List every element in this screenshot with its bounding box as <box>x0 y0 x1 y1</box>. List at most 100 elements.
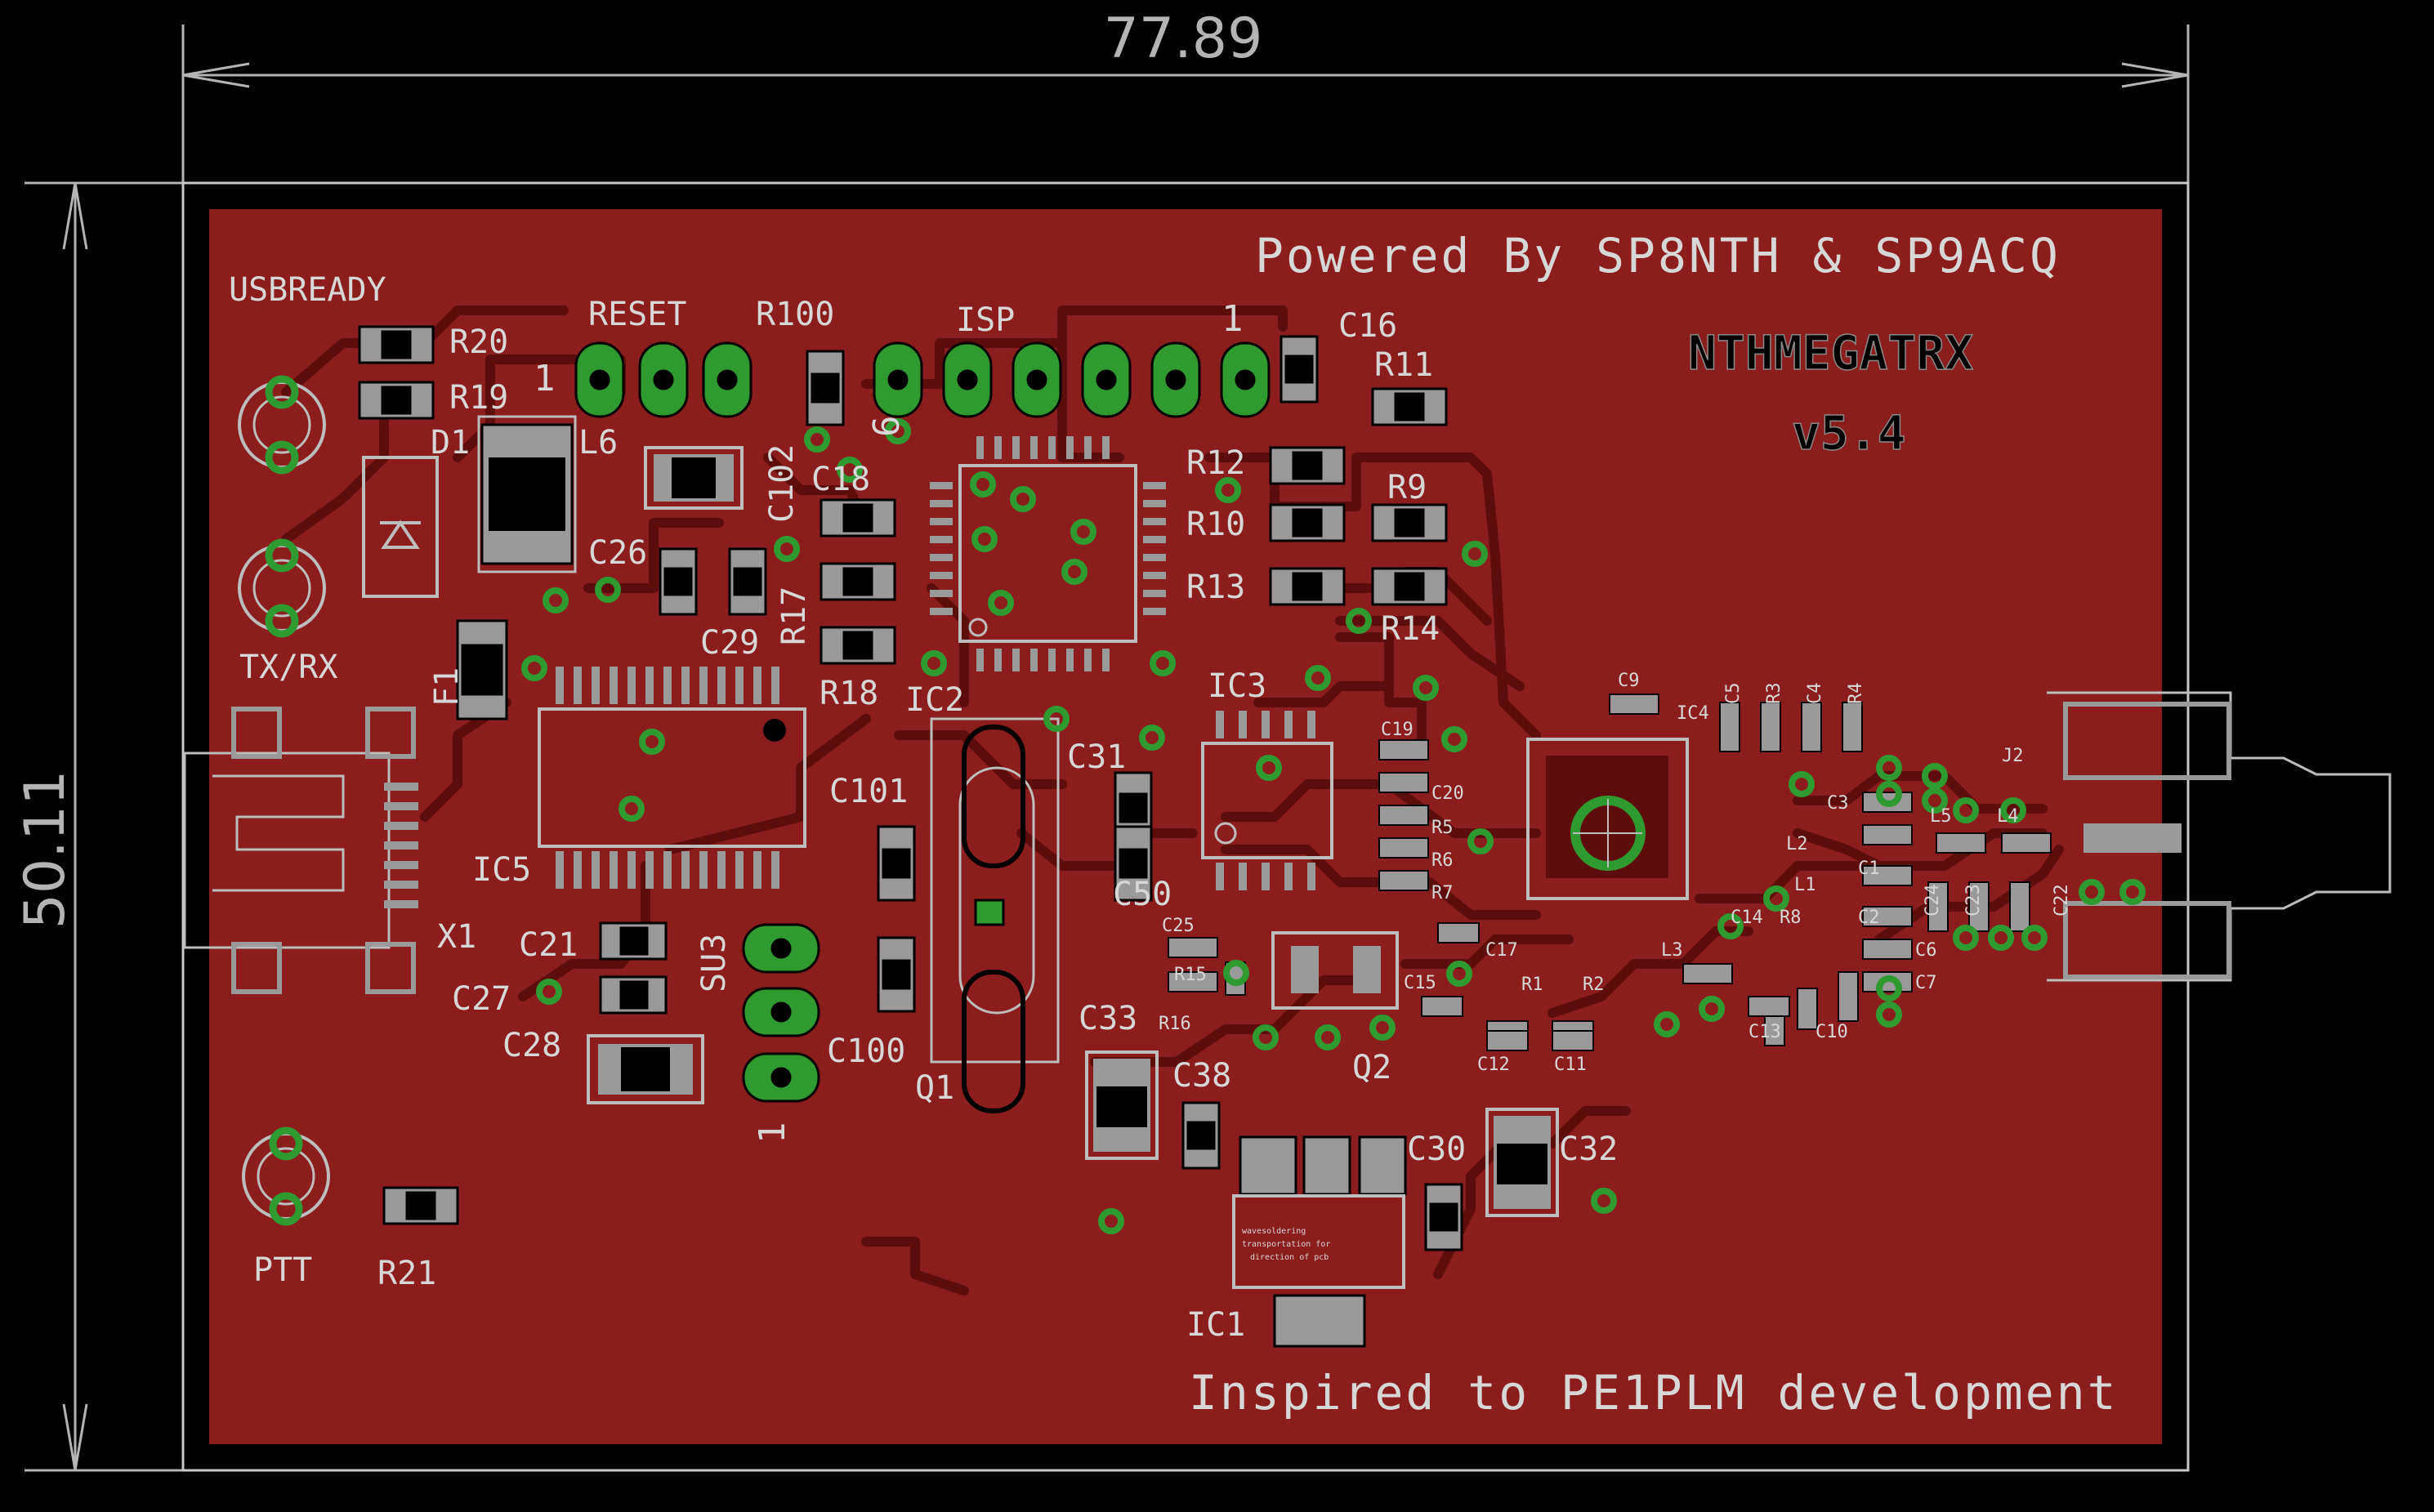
label-r4: R4 <box>1846 683 1866 705</box>
isp-header <box>873 341 1271 418</box>
project-title: NTHMEGATRX <box>1688 325 1973 381</box>
su3-header <box>742 923 820 1103</box>
label-j2: J2 <box>2002 746 2024 766</box>
label-ic5: IC5 <box>472 851 531 889</box>
q1-crystal <box>930 717 1060 1113</box>
led-ptt <box>242 1126 330 1226</box>
d1-diode <box>362 456 439 598</box>
label-su3: SU3 <box>695 934 733 992</box>
label-c101: C101 <box>829 773 908 810</box>
label-c100: C100 <box>827 1033 905 1070</box>
label-f1: F1 <box>428 667 466 707</box>
label-r12: R12 <box>1186 444 1245 482</box>
powered-by-text: Powered By SP8NTH & SP9ACQ <box>1255 228 2061 283</box>
label-c2: C2 <box>1858 908 1880 928</box>
label-isp: ISP <box>956 301 1015 339</box>
wave-note-3: direction of pcb <box>1250 1253 1329 1262</box>
big-capacitor <box>477 415 577 573</box>
label-ic2: IC2 <box>905 681 964 719</box>
label-r1: R1 <box>1521 975 1543 995</box>
ptt-label: PTT <box>253 1251 312 1289</box>
label-l2: L2 <box>1786 834 1808 854</box>
label-c16: C16 <box>1338 307 1397 345</box>
wave-note-1: wavesoldering <box>1242 1227 1306 1236</box>
label-c1: C1 <box>1858 859 1880 879</box>
label-c7: C7 <box>1915 973 1937 993</box>
label-c15: C15 <box>1404 973 1436 993</box>
label-r9: R9 <box>1387 469 1427 506</box>
inspired-text: Inspired to PE1PLM development <box>1189 1365 2119 1421</box>
label-c50: C50 <box>1113 876 1172 913</box>
label-c29: C29 <box>700 624 759 662</box>
led-txrx <box>238 538 326 638</box>
label-c5: C5 <box>1723 683 1744 705</box>
dimension-height-label: 50.11 <box>13 770 78 930</box>
l6-inductor <box>644 446 744 510</box>
ic5-chip <box>538 667 806 889</box>
label-r18: R18 <box>820 675 878 712</box>
label-c19: C19 <box>1381 720 1414 740</box>
j2-connector <box>2047 691 2392 982</box>
label-c13: C13 <box>1748 1022 1781 1042</box>
board-outline <box>181 181 2190 1472</box>
label-c20: C20 <box>1431 783 1464 804</box>
dimension-width-label: 77.89 <box>1104 7 1263 71</box>
label-c33: C33 <box>1079 1000 1137 1037</box>
label-c26: C26 <box>588 534 647 572</box>
label-q2: Q2 <box>1352 1049 1391 1086</box>
label-r21: R21 <box>377 1255 436 1292</box>
label-r6: R6 <box>1431 850 1454 871</box>
label-c28: C28 <box>502 1027 561 1064</box>
version-label: v5.4 <box>1792 405 1906 461</box>
wave-note-2: transportation for <box>1242 1240 1330 1249</box>
label-r2: R2 <box>1583 975 1605 995</box>
label-pin1-isp: 1 <box>1221 298 1244 340</box>
label-c11: C11 <box>1554 1055 1587 1075</box>
label-l4: L4 <box>1997 806 2019 827</box>
label-c6: C6 <box>1915 940 1937 961</box>
label-r3: R3 <box>1764 683 1784 705</box>
label-c21: C21 <box>519 926 578 964</box>
label-q1: Q1 <box>915 1069 954 1107</box>
label-pin6: 6 <box>866 416 908 438</box>
label-r8: R8 <box>1780 908 1802 928</box>
dimension-horizontal <box>181 25 2190 192</box>
label-x1: X1 <box>437 918 476 956</box>
ic3-chip <box>1201 711 1333 890</box>
c33-capacitor <box>1085 1050 1159 1160</box>
label-c31: C31 <box>1067 738 1126 776</box>
label-reset: RESET <box>588 296 686 333</box>
label-c27: C27 <box>452 980 511 1018</box>
reset-header <box>574 341 753 418</box>
label-l3: L3 <box>1661 940 1683 961</box>
ic2-chip <box>930 436 1166 671</box>
label-c14: C14 <box>1731 908 1763 928</box>
dimension-vertical <box>25 181 185 1472</box>
q2-transistor <box>1271 931 1399 1010</box>
label-r10: R10 <box>1186 506 1245 543</box>
label-c23: C23 <box>1963 884 1984 917</box>
txrx-label: TX/RX <box>239 649 337 686</box>
label-r19: R19 <box>449 379 508 417</box>
label-r17: R17 <box>775 587 813 645</box>
label-c102: C102 <box>763 444 801 523</box>
label-c17: C17 <box>1485 940 1518 961</box>
c28-capacitor <box>587 1034 704 1104</box>
label-c3: C3 <box>1827 793 1849 814</box>
label-c25: C25 <box>1162 916 1195 936</box>
label-ic3: IC3 <box>1208 667 1266 705</box>
label-c10: C10 <box>1815 1022 1848 1042</box>
label-l1: L1 <box>1794 875 1816 895</box>
x1-usb-connector <box>183 707 418 994</box>
label-ic1: IC1 <box>1186 1306 1245 1344</box>
label-r5: R5 <box>1431 818 1454 838</box>
c32-capacitor <box>1485 1108 1559 1217</box>
label-d1: D1 <box>431 424 470 462</box>
label-c12: C12 <box>1477 1055 1510 1075</box>
label-c38: C38 <box>1172 1057 1231 1095</box>
label-ic4: IC4 <box>1677 703 1709 724</box>
vias <box>521 418 2146 1234</box>
label-l5: L5 <box>1930 806 1952 827</box>
ic1-regulator: wavesoldering transportation for directi… <box>1232 1135 1407 1348</box>
rf-section-parts <box>1168 694 2052 1051</box>
